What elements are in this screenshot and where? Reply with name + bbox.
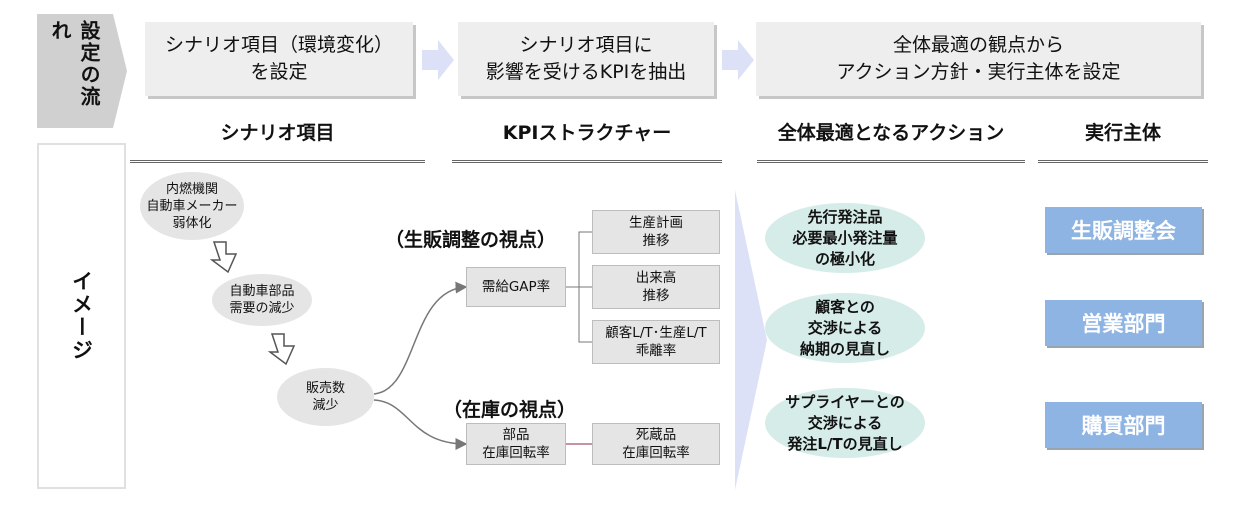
actor-production-sales-meeting: 生販調整会 [1045, 207, 1202, 253]
image-label: イメージ [69, 270, 94, 362]
kpi-output: 出来高 推移 [592, 265, 720, 309]
action-item-2: 顧客との 交渉による 納期の見直し [765, 293, 925, 363]
big-chevron-arrow [735, 190, 767, 490]
column-header-action: 全体最適となるアクション [777, 122, 1005, 144]
image-label-box: イメージ [37, 143, 126, 489]
kpi-gap-rate: 需給GAP率 [466, 267, 566, 307]
view-label-inventory: （在庫の視点） [443, 399, 577, 421]
kpi-parts-turnover: 部品 在庫回転率 [466, 423, 566, 465]
actor-divider [1038, 160, 1208, 163]
column-header-scenario: シナリオ項目 [220, 122, 335, 144]
flow-label-box: 設定の流れ [37, 14, 127, 128]
column-header-kpi: KPIストラクチャー [502, 122, 672, 144]
action-item-3: サプライヤーとの 交渉による 発注L/Tの見直し [765, 388, 925, 458]
flow-step-2: シナリオ項目に 影響を受けるKPIを抽出 [458, 22, 714, 96]
view-label-production: （生販調整の視点） [385, 229, 557, 251]
flow-label: 設定の流れ [48, 20, 101, 108]
kpi-dead-stock-turnover: 死蔵品 在庫回転率 [592, 423, 720, 465]
scenario-item-1: 内燃機関 自動車メーカー 弱体化 [140, 172, 244, 240]
actor-sales-department: 営業部門 [1045, 300, 1202, 346]
flow-step-1: シナリオ項目（環境変化） を設定 [145, 22, 413, 96]
flow-arrow-2 [722, 40, 754, 80]
scenario-item-3: 販売数 減少 [277, 368, 374, 426]
kpi-divider [452, 160, 722, 163]
down-arrow-icon [209, 241, 238, 274]
down-arrow-icon [267, 333, 296, 366]
scenario-divider [130, 160, 425, 163]
kpi-lead-time: 顧客L/T･生産L/T 乖離率 [592, 320, 720, 364]
flow-step-3: 全体最適の観点から アクション方針・実行主体を設定 [756, 22, 1201, 96]
flow-arrow-1 [422, 40, 454, 80]
scenario-item-2: 自動車部品 需要の減少 [212, 274, 312, 326]
action-divider [757, 160, 1025, 163]
column-header-actor: 実行主体 [1084, 122, 1161, 144]
action-item-1: 先行発注品 必要最小発注量 の極小化 [765, 203, 925, 273]
flow-label-shape [37, 14, 127, 128]
actor-purchasing-department: 購買部門 [1045, 402, 1202, 448]
kpi-production-plan: 生産計画 推移 [592, 210, 720, 254]
